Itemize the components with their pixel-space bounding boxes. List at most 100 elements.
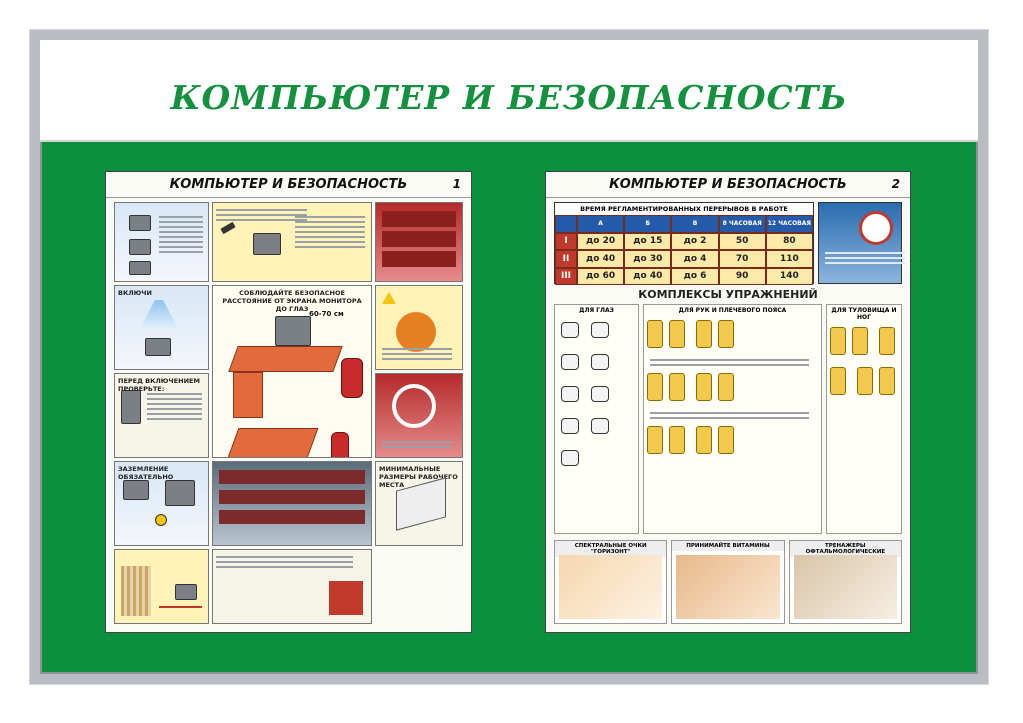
table-cell: 80 [765,232,813,250]
warning-icon [382,292,396,304]
exercise-figure-icon [647,426,663,454]
monitor-icon [123,480,149,500]
monitor-icon [253,233,281,255]
table-cell: до 15 [624,232,672,250]
monitor-icon [175,584,197,600]
cat-face-icon [561,354,579,370]
text-lines [216,209,308,221]
desk-icon [227,428,319,457]
spectral-glasses-label: СПЕКТРАЛЬНЫЕ ОЧКИ "ГОРИЗОНТ" [555,541,667,557]
table-cell: до 60 [577,267,625,285]
eye-trainers-panel: ТРЕНАЖЕРЫ ОФТАЛЬМОЛОГИЧЕСКИЕ [788,540,902,624]
lamp-icon [220,221,236,235]
header-cell: А [577,215,625,233]
poster-2-bottom-row: СПЕКТРАЛЬНЫЕ ОЧКИ "ГОРИЗОНТ" ПРИНИМАЙТЕ … [554,540,902,624]
cat-face-icon [561,450,579,466]
header-cell: 8 ЧАСОВАЯ [718,215,766,233]
breaks-table-title: ВРЕМЯ РЕГЛАМЕНТИРОВАННЫХ ПЕРЕРЫВОВ В РАБ… [555,203,813,215]
chair-icon [341,358,363,398]
header-cell: Б [624,215,672,233]
table-cell: 70 [718,250,766,268]
glasses-image [559,555,663,619]
text-lines [650,412,810,419]
table-cell: 140 [765,267,813,285]
norm-row [219,510,365,524]
exercise-figure-icon [696,426,713,454]
table-cell: 110 [765,250,813,268]
cat-face-icon [561,386,579,402]
table-row: II до 40 до 30 до 4 70 110 [555,250,813,268]
cell-prohibition [375,373,463,458]
before-on-label: ПЕРЕД ВКЛЮЧЕНИЕМ ПРОВЕРЬТЕ: [118,377,200,393]
monitor-icon [129,261,151,275]
poster-1-grid: ВКЛЮЧИ СОБЛЮДАЙТЕ БЕЗОПАСНОЕ РАССТОЯНИЕ … [114,202,463,624]
exercise-figure-icon [696,320,713,348]
eye-trainers-label: ТРЕНАЖЕРЫ ОФТАЛЬМОЛОГИЧЕСКИЕ [789,541,901,557]
board-header: КОМПЬЮТЕР И БЕЗОПАСНОСТЬ [40,40,978,142]
exercises-grid: ДЛЯ ГЛАЗ ДЛЯ РУК И ПЛЕЧЕВОГО ПОЯСА ДЛЯ [554,304,902,534]
cat-face-icon [591,354,609,370]
eye-exercises-label: ДЛЯ ГЛАЗ [579,307,614,314]
monitor-icon [129,215,151,231]
table-cell: 50 [718,232,766,250]
computer-icon [165,480,195,506]
header-cell: 12 ЧАСОВАЯ [765,215,813,233]
row-category: III [555,267,577,285]
exercise-figure-icon [879,327,896,355]
exercise-figure-icon [718,426,735,454]
prohibition-sign-icon [859,211,893,245]
exercise-figure-icon [669,320,685,348]
exercise-figure-icon [696,373,713,401]
monitor-icon [145,338,171,356]
desk-icon [228,346,343,372]
text-lines [147,390,202,423]
row-category: II [555,250,577,268]
cell-min-sizes: МИНИМАЛЬНЫЕ РАЗМЕРЫ РАБОЧЕГО МЕСТА [375,461,463,546]
curtain-icon [121,566,151,616]
board-frame: КОМПЬЮТЕР И БЕЗОПАСНОСТЬ КОМПЬЮТЕР И БЕЗ… [30,30,988,684]
cell-before-on: ПЕРЕД ВКЛЮЧЕНИЕМ ПРОВЕРЬТЕ: [114,373,209,458]
norm-row [382,231,456,247]
ionizer-label: ВКЛЮЧИ [118,289,152,297]
exercise-figure-icon [669,373,685,401]
breaks-table: ВРЕМЯ РЕГЛАМЕНТИРОВАННЫХ ПЕРЕРЫВОВ В РАБ… [554,202,814,285]
poster-2-title: КОМПЬЮТЕР И БЕЗОПАСНОСТЬ [609,177,847,192]
poster-1-title-bar: КОМПЬЮТЕР И БЕЗОПАСНОСТЬ 1 [106,172,471,198]
cell-lighting [212,202,372,282]
cat-face-icon [561,322,579,338]
table-row: I до 20 до 15 до 2 50 80 [555,232,813,250]
cell-grounding: ЗАЗЕМЛЕНИЕ ОБЯЗАТЕЛЬНО [114,461,209,546]
norm-row [219,490,365,504]
text-lines [295,213,365,251]
exercises-title: КОМПЛЕКСЫ УПРАЖНЕНИЙ [638,288,818,301]
table-cell: до 6 [671,267,719,285]
cell-room-layout [114,549,209,624]
table-cell: до 40 [624,267,672,285]
text-lines [650,359,810,366]
exercise-figure-icon [718,320,735,348]
cell-warning [375,285,463,370]
torso-exercises-label: ДЛЯ ТУЛОВИЩА И НОГ [831,307,897,321]
cat-face-icon [591,386,609,402]
vitamins-label: ПРИНИМАЙТЕ ВИТАМИНЫ [672,541,784,551]
table-cell: до 4 [671,250,719,268]
cell-radiation [212,461,372,546]
table-cell: до 2 [671,232,719,250]
poster-2-number: 2 [891,177,900,191]
table-row: III до 60 до 40 до 6 90 140 [555,267,813,285]
monitor-icon [129,239,151,255]
text-lines [825,249,905,267]
exercise-figure-icon [879,367,896,395]
exercise-figure-icon [852,327,868,355]
norm-row [382,211,456,227]
cat-face-icon [561,418,579,434]
desk-leg [233,372,263,418]
safe-distance-heading: СОБЛЮДАЙТЕ БЕЗОПАСНОЕ РАССТОЯНИЕ ОТ ЭКРА… [222,289,362,313]
distance-label: 60-70 см [309,310,344,318]
text-lines [382,345,452,363]
header-cell [555,215,577,233]
arm-exercises-label: ДЛЯ РУК И ПЛЕЧЕВОГО ПОЯСА [678,307,787,314]
airflow-icon [139,300,179,330]
vitamins-panel: ПРИНИМАЙТЕ ВИТАМИНЫ [671,540,785,624]
text-lines [159,213,203,256]
